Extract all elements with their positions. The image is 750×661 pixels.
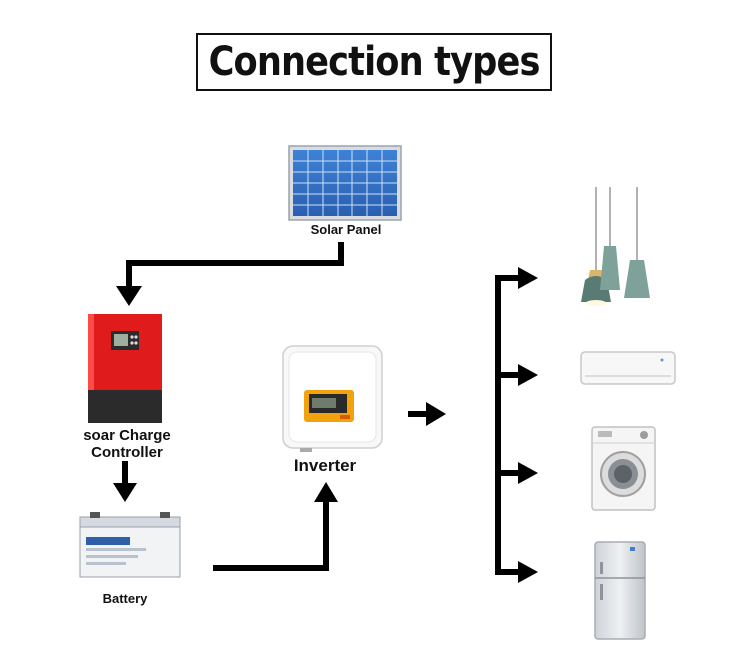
arrow-inverter-to-loads [408,402,446,426]
arrow-controller-to-battery [113,461,137,502]
arrow-battery-to-inverter [213,482,338,571]
refrigerator-icon [594,541,646,640]
inverter-icon [282,345,383,452]
washing-machine-icon [591,426,656,511]
page-title: Connection types [208,39,541,85]
inverter-label: Inverter [293,456,357,475]
pendant-lamps-icon [581,187,650,306]
charge-controller-label-line1: soar Charge [83,427,171,444]
distribution-bus [495,267,538,583]
battery-icon [79,512,181,578]
charge-controller-icon [88,314,162,423]
solar-panel-icon [288,145,402,221]
charge-controller-label: soar Charge Controller [62,427,192,461]
title-box: Connection types [196,33,552,91]
charge-controller-label-line2: Controller [91,444,163,461]
battery-label: Battery [102,591,148,606]
air-conditioner-icon [580,351,676,385]
arrow-solar-to-controller [116,242,344,306]
solar-panel-label: Solar Panel [310,222,382,237]
